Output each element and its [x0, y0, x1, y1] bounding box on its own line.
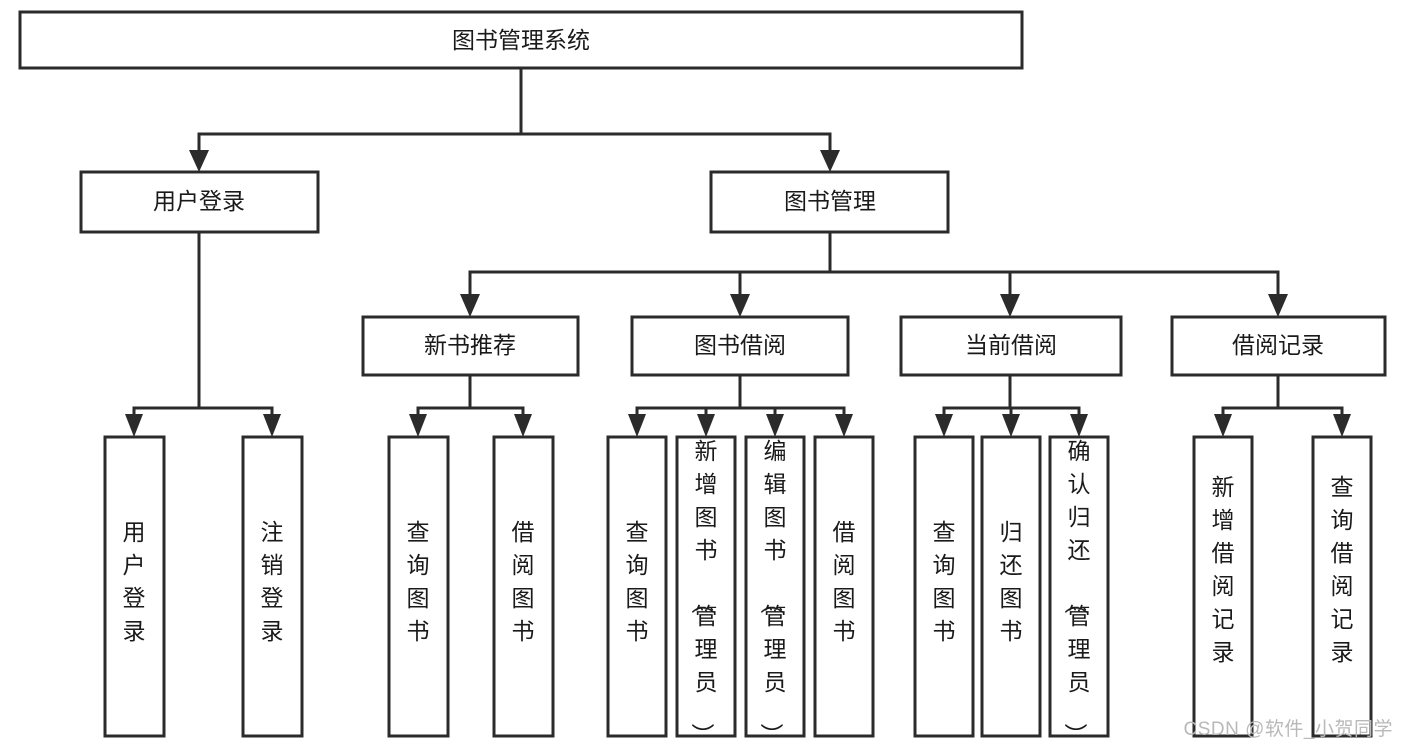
arrow-leaf-query-record [1333, 414, 1351, 437]
arrow-leaf-query-book-1 [409, 414, 427, 437]
node-leaf-query-record[interactable]: 查询借阅记录 [1311, 435, 1373, 738]
node-leaf-edit-book-box[interactable] [744, 435, 806, 738]
node-leaf-query-book-3-box[interactable] [913, 435, 975, 738]
connector-group-currentborrow-to-leaves [935, 373, 1088, 437]
node-leaf-query-book-2-box[interactable] [606, 435, 668, 738]
node-leaf-query-record-box[interactable] [1311, 435, 1373, 738]
arrow-current-borrow [1000, 294, 1020, 317]
node-book-management[interactable]: 图书管理 [709, 170, 950, 234]
node-book-management-box[interactable] [709, 170, 950, 234]
node-book-borrow[interactable]: 图书借阅 [630, 315, 850, 377]
node-leaf-add-record-label: 新增借阅记录 [1212, 474, 1235, 665]
arrow-book-management [820, 150, 840, 172]
node-leaf-add-record-box[interactable] [1192, 435, 1254, 738]
node-leaf-query-book-1-box[interactable] [387, 435, 450, 738]
node-leaf-add-book[interactable]: 新增图书（管理员） [675, 435, 737, 746]
arrow-user-login [189, 150, 209, 172]
node-new-book-recommend-box[interactable] [361, 315, 580, 377]
node-borrow-record-label: 借阅记录 [1232, 332, 1324, 358]
arrow-leaf-query-book-2 [628, 414, 646, 437]
node-leaf-return-book-box[interactable] [980, 435, 1042, 738]
arrow-borrow-record [1268, 294, 1288, 317]
node-leaf-query-book-1[interactable]: 查询图书 [387, 435, 450, 738]
node-new-book-recommend[interactable]: 新书推荐 [361, 315, 580, 377]
node-leaf-edit-book[interactable]: 编辑图书（管理员） [744, 435, 806, 746]
arrow-leaf-query-book-3 [935, 414, 953, 437]
node-user-login[interactable]: 用户登录 [79, 170, 320, 234]
node-leaf-query-record-label: 查询借阅记录 [1331, 474, 1354, 665]
node-user-login-label: 用户登录 [153, 188, 245, 214]
node-leaf-confirm-return-label: 确认归还（管理员） [1063, 438, 1091, 746]
node-leaf-query-book-3-label: 查询图书 [933, 519, 956, 644]
arrow-leaf-borrow-book-2 [835, 414, 853, 437]
connector-group-bookborrow-to-leaves [628, 373, 853, 437]
node-borrow-record[interactable]: 借阅记录 [1170, 315, 1387, 377]
arrow-leaf-logout-login [263, 414, 281, 437]
node-leaf-return-book[interactable]: 归还图书 [980, 435, 1042, 738]
node-current-borrow-box[interactable] [899, 315, 1123, 377]
node-leaf-add-record[interactable]: 新增借阅记录 [1192, 435, 1254, 738]
node-leaf-user-login-box[interactable] [103, 435, 166, 738]
node-leaf-return-book-label: 归还图书 [1000, 519, 1023, 644]
arrow-leaf-edit-book [766, 414, 784, 437]
node-leaf-logout-login[interactable]: 注销登录 [241, 435, 304, 738]
node-leaf-borrow-book-1-box[interactable] [492, 435, 555, 738]
node-leaf-query-book-3[interactable]: 查询图书 [913, 435, 975, 738]
node-leaf-query-book-1-label: 查询图书 [407, 519, 430, 644]
node-leaf-logout-login-label: 注销登录 [261, 519, 284, 644]
arrow-leaf-confirm-return [1070, 414, 1088, 437]
node-user-login-box[interactable] [79, 170, 320, 234]
node-leaf-query-book-2-label: 查询图书 [626, 519, 649, 644]
node-leaf-confirm-return[interactable]: 确认归还（管理员） [1048, 435, 1110, 746]
arrow-leaf-add-book [697, 414, 715, 437]
node-leaf-add-book-label: 新增图书（管理员） [690, 438, 718, 746]
node-new-book-recommend-label: 新书推荐 [424, 332, 516, 358]
arrow-leaf-add-record [1214, 414, 1232, 437]
node-current-borrow-label: 当前借阅 [965, 332, 1057, 358]
node-leaf-add-book-box[interactable] [675, 435, 737, 738]
arrow-leaf-return-book [1002, 414, 1020, 437]
arrow-new-book-recommend [460, 294, 480, 317]
connector-group-bookmanagement-to-level2 [460, 230, 1288, 317]
node-leaf-query-book-2[interactable]: 查询图书 [606, 435, 668, 738]
node-leaf-borrow-book-1[interactable]: 借阅图书 [492, 435, 555, 738]
connector-group-newbook-to-leaves [409, 373, 532, 437]
node-root[interactable]: 图书管理系统 [18, 10, 1024, 70]
node-book-borrow-label: 图书借阅 [694, 332, 786, 358]
node-leaf-user-login-label: 用户登录 [123, 519, 146, 644]
node-leaf-logout-login-box[interactable] [241, 435, 304, 738]
node-leaf-borrow-book-2[interactable]: 借阅图书 [813, 435, 875, 738]
node-leaf-edit-book-label: 编辑图书（管理员） [759, 438, 787, 746]
node-leaf-borrow-book-1-label: 借阅图书 [512, 519, 535, 644]
connector-group-borrowrecord-to-leaves [1214, 373, 1351, 437]
node-root-box[interactable] [18, 10, 1024, 70]
connector-group-userlogin-to-leaves [125, 230, 281, 437]
csdn-watermark: CSDN @软件_小贺同学 [1183, 719, 1393, 740]
arrow-leaf-borrow-book-1 [514, 414, 532, 437]
node-leaf-borrow-book-2-label: 借阅图书 [833, 519, 856, 644]
node-leaf-borrow-book-2-box[interactable] [813, 435, 875, 738]
node-book-management-label: 图书管理 [784, 188, 876, 214]
node-book-borrow-box[interactable] [630, 315, 850, 377]
node-borrow-record-box[interactable] [1170, 315, 1387, 377]
node-root-label: 图书管理系统 [452, 27, 590, 53]
node-leaf-confirm-return-box[interactable] [1048, 435, 1110, 738]
arrow-book-borrow [730, 294, 750, 317]
arrow-leaf-user-login [125, 414, 143, 437]
connector-group-root-to-level1 [189, 66, 840, 172]
node-leaf-user-login[interactable]: 用户登录 [103, 435, 166, 738]
node-current-borrow[interactable]: 当前借阅 [899, 315, 1123, 377]
